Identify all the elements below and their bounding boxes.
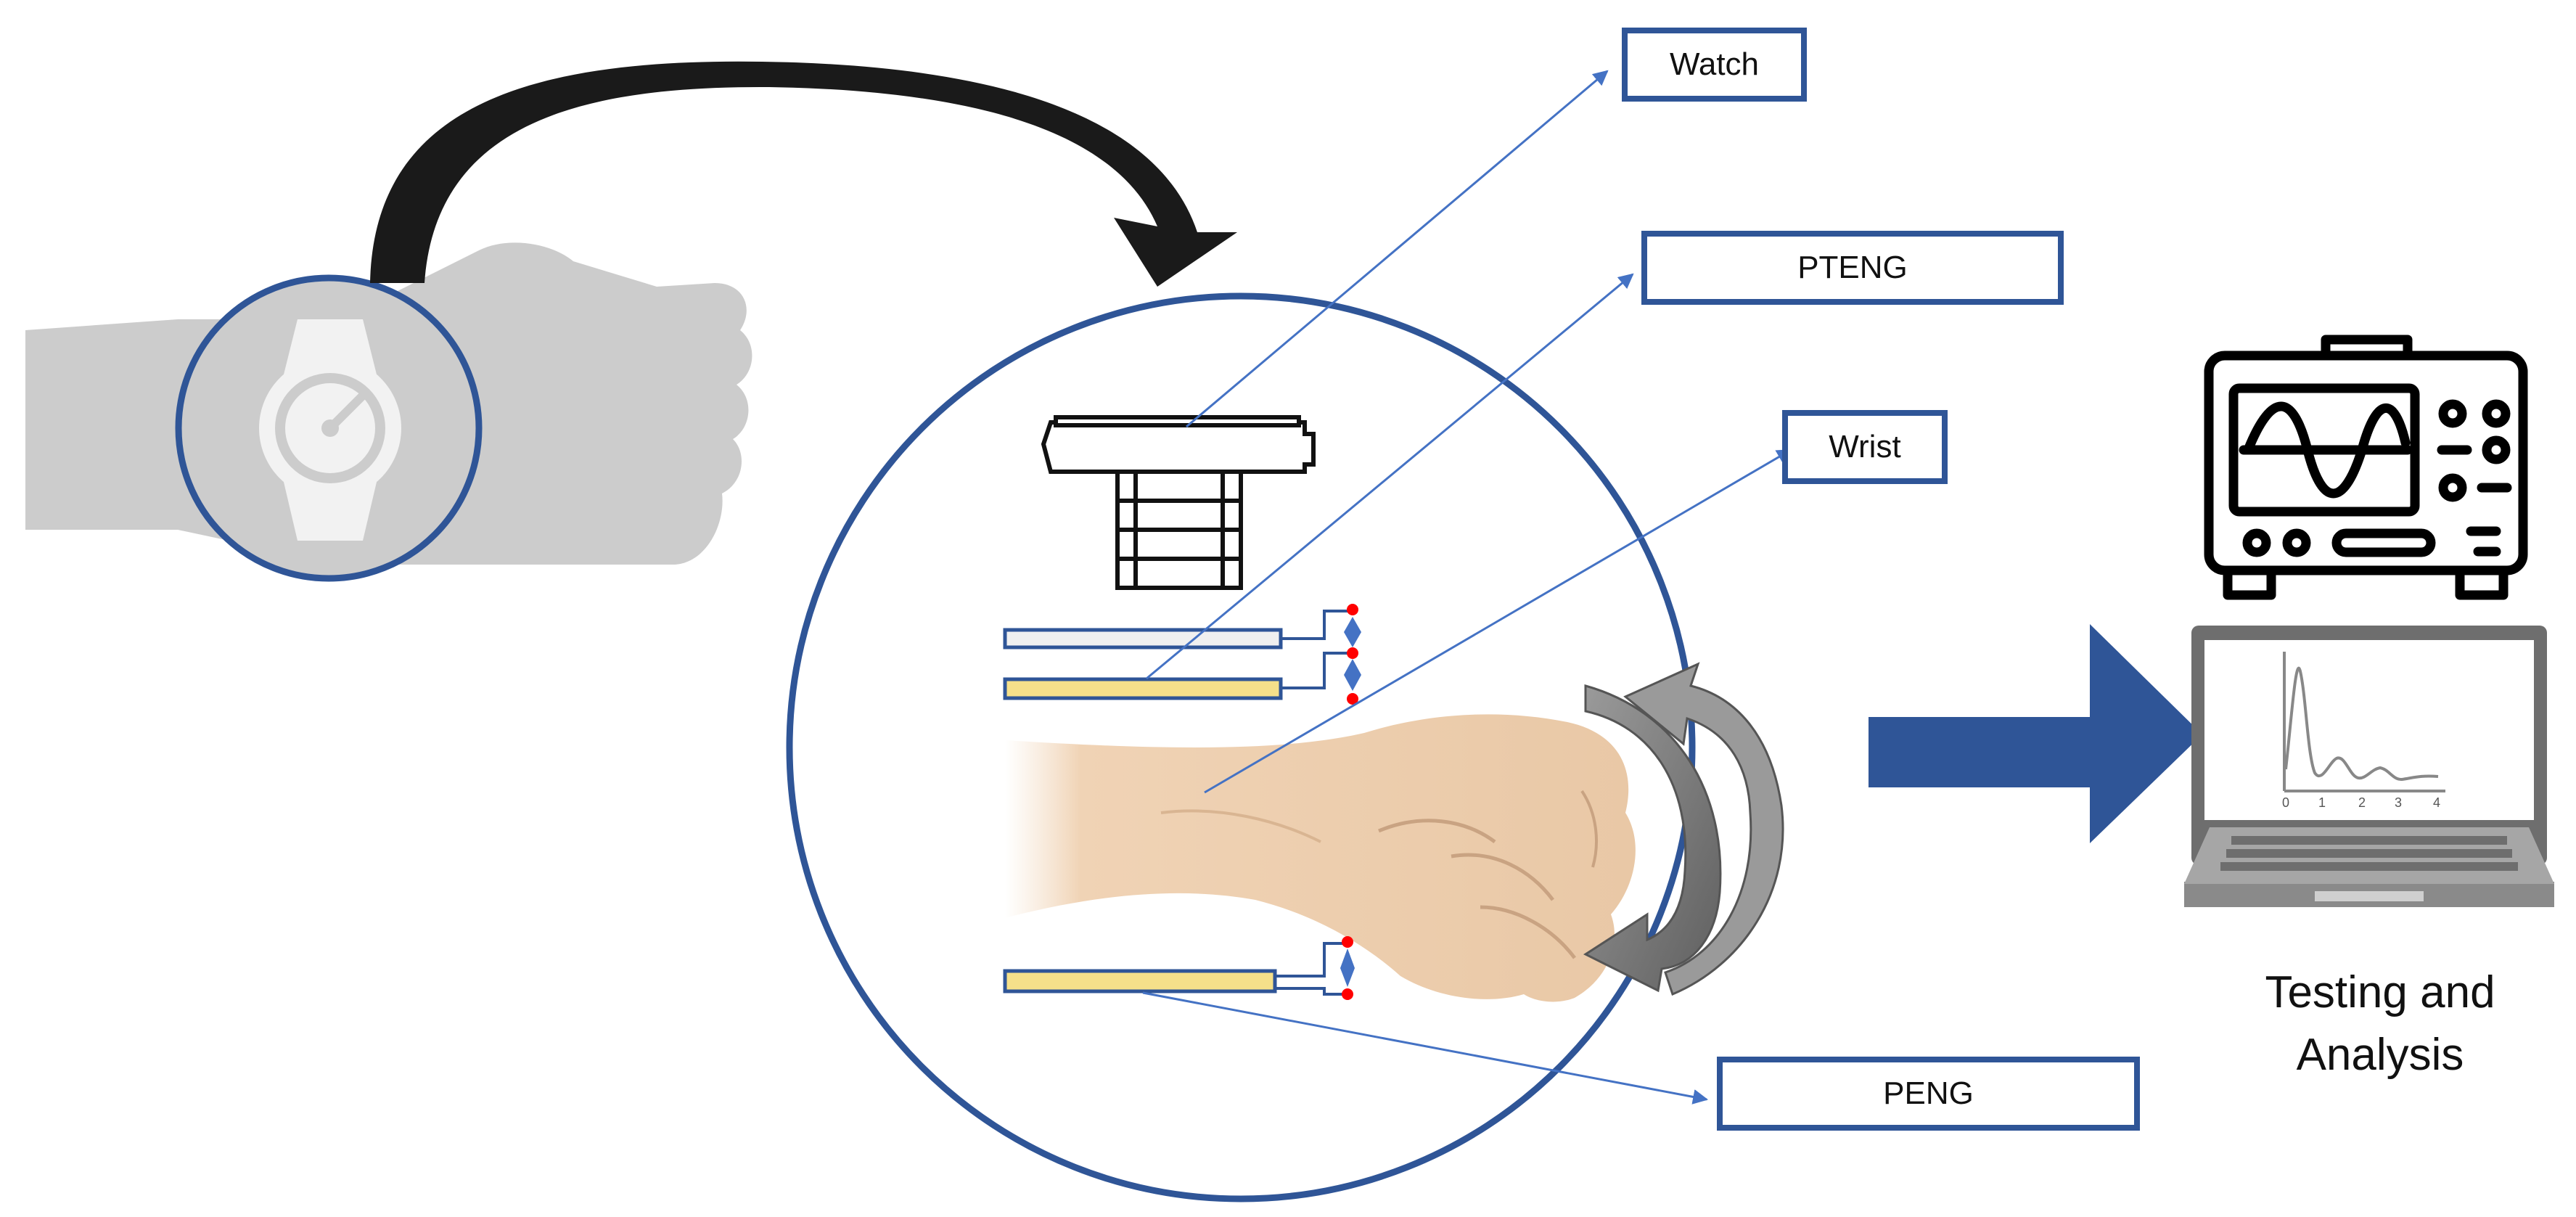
rotation-arrows-icon <box>1583 662 1784 996</box>
label-pteng: PTENG <box>1641 231 2064 305</box>
plot-tick-4: 4 <box>2433 795 2440 810</box>
label-wrist: Wrist <box>1782 410 1948 484</box>
plot-tick-0: 0 <box>2282 795 2289 810</box>
testing-analysis-caption: Testing and Analysis <box>2191 962 2569 1086</box>
watch-device-icon <box>1041 415 1316 590</box>
plot-tick-1: 1 <box>2318 795 2326 810</box>
caption-line-1: Testing and <box>2265 967 2495 1017</box>
plot-tick-2: 2 <box>2358 795 2366 810</box>
right-arrow-icon <box>1869 624 2202 843</box>
pointer-lines <box>1142 70 1792 1105</box>
wristwatch-inset <box>175 274 483 582</box>
caption-line-2: Analysis <box>2296 1030 2464 1080</box>
label-peng: PENG <box>1717 1057 2140 1131</box>
curved-arrow-icon <box>370 61 1237 287</box>
label-watch: Watch <box>1622 28 1807 102</box>
peng-layer <box>1003 936 1355 1000</box>
oscilloscope-icon <box>2204 335 2528 600</box>
fist-icon <box>1005 714 1636 1002</box>
laptop-icon <box>2184 626 2554 907</box>
wristwatch-icon <box>259 319 401 541</box>
pteng-layers <box>1003 604 1361 705</box>
plot-tick-3: 3 <box>2395 795 2402 810</box>
decay-signal-plot: 0 1 2 3 4 <box>2282 652 2445 810</box>
magnified-view-circle <box>786 292 1696 1202</box>
